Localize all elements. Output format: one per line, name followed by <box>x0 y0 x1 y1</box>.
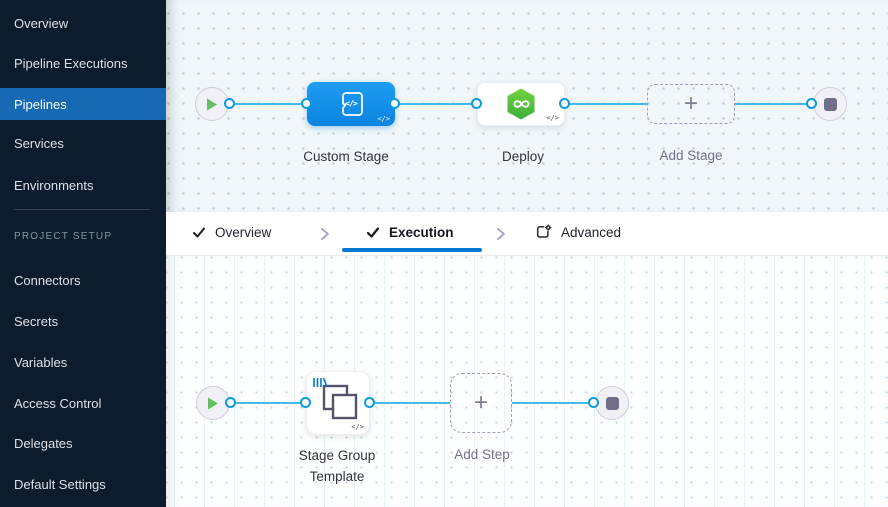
pipeline-link <box>565 103 647 105</box>
play-icon <box>207 98 217 110</box>
tab-execution[interactable]: Execution <box>366 212 454 252</box>
sidebar-item-pipeline-executions[interactable]: Pipeline Executions <box>0 47 166 79</box>
advanced-icon <box>535 224 552 240</box>
pipeline-link <box>370 402 450 404</box>
code-icon: </> <box>377 115 390 123</box>
custom-stage-node[interactable]: </> </> <box>307 82 395 126</box>
code-icon: </> <box>351 423 364 431</box>
sidebar-item-secrets[interactable]: Secrets <box>0 305 166 337</box>
stage-group-icon <box>322 384 358 420</box>
step-label: Stage Group Template <box>298 448 376 484</box>
chevron-right-icon <box>497 228 505 240</box>
code-stage-icon: </> <box>336 90 366 118</box>
template-icon <box>312 375 328 393</box>
nav-label: Variables <box>14 354 68 370</box>
nav-label: Pipelines <box>14 96 67 112</box>
nav-label: Secrets <box>14 313 59 329</box>
execution-graph-canvas[interactable] <box>166 256 888 507</box>
sidebar-divider <box>14 209 150 210</box>
tab-overview[interactable]: Overview <box>192 212 271 252</box>
nav-label: Delegates <box>14 435 73 451</box>
stop-icon <box>823 97 837 111</box>
sidebar-item-services[interactable]: Services <box>0 127 166 159</box>
connector-port[interactable] <box>471 98 482 109</box>
connector-port[interactable] <box>224 98 235 109</box>
stage-label: Custom Stage <box>303 149 389 164</box>
sidebar-item-overview[interactable]: Overview <box>0 7 166 39</box>
plus-icon: + <box>473 389 488 416</box>
tab-label: Advanced <box>561 224 622 240</box>
chevron-right-icon <box>321 228 329 240</box>
tab-label: Execution <box>389 224 454 240</box>
sidebar-item-environments[interactable]: Environments <box>0 169 166 201</box>
check-icon <box>366 225 380 239</box>
nav-label: Default Settings <box>14 476 106 492</box>
add-step-button[interactable]: + <box>450 373 512 433</box>
stage-group-template-node[interactable]: </> <box>306 371 370 435</box>
sidebar-item-delegates[interactable]: Delegates <box>0 427 166 459</box>
pipeline-link <box>395 103 477 105</box>
nav-label: Overview <box>14 15 69 31</box>
sidebar-item-variables[interactable]: Variables <box>0 346 166 378</box>
nav-label: Connectors <box>14 272 81 288</box>
add-stage-label: Add Stage <box>659 148 723 163</box>
connector-port[interactable] <box>225 397 236 408</box>
nav-label: Services <box>14 135 64 151</box>
sidebar-item-pipelines[interactable]: Pipelines <box>0 88 166 120</box>
sidebar-item-connectors[interactable]: Connectors <box>0 264 166 296</box>
connector-port[interactable] <box>588 397 599 408</box>
add-stage-button[interactable]: + <box>647 84 735 124</box>
deploy-stage-node[interactable]: </> <box>477 82 565 126</box>
sidebar-nav: Overview Pipeline Executions Pipelines S… <box>0 0 166 507</box>
nav-label: Access Control <box>14 395 102 411</box>
stage-label: Deploy <box>501 149 545 164</box>
add-step-label: Add Step <box>454 447 510 462</box>
tab-advanced[interactable]: Advanced <box>535 212 621 252</box>
play-icon <box>208 397 218 409</box>
nav-label: Environments <box>14 177 94 193</box>
tab-label: Overview <box>215 224 272 240</box>
stage-tab-bar: Overview Execution Advanced <box>166 212 888 256</box>
plus-icon: + <box>683 90 698 117</box>
stop-icon <box>605 396 619 410</box>
end-node[interactable] <box>813 87 847 121</box>
active-tab-underline <box>342 248 482 252</box>
connector-port[interactable] <box>806 98 817 109</box>
pipeline-link <box>735 103 813 105</box>
harness-cd-icon <box>507 88 535 120</box>
pipeline-link <box>512 402 589 404</box>
nav-label: Pipeline Executions <box>14 55 128 71</box>
sidebar-item-access-control[interactable]: Access Control <box>0 387 166 419</box>
connector-port[interactable] <box>300 397 311 408</box>
connector-port[interactable] <box>301 98 312 109</box>
connector-port[interactable] <box>364 397 375 408</box>
start-node[interactable] <box>195 87 229 121</box>
sidebar-section-label: PROJECT SETUP <box>14 231 113 242</box>
end-node[interactable] <box>595 386 629 420</box>
connector-port[interactable] <box>389 98 400 109</box>
check-icon <box>192 225 206 239</box>
code-icon: </> <box>546 114 559 122</box>
connector-port[interactable] <box>559 98 570 109</box>
pipeline-link <box>231 402 306 404</box>
pipeline-link <box>230 103 307 105</box>
sidebar-item-default-settings[interactable]: Default Settings <box>0 468 166 500</box>
